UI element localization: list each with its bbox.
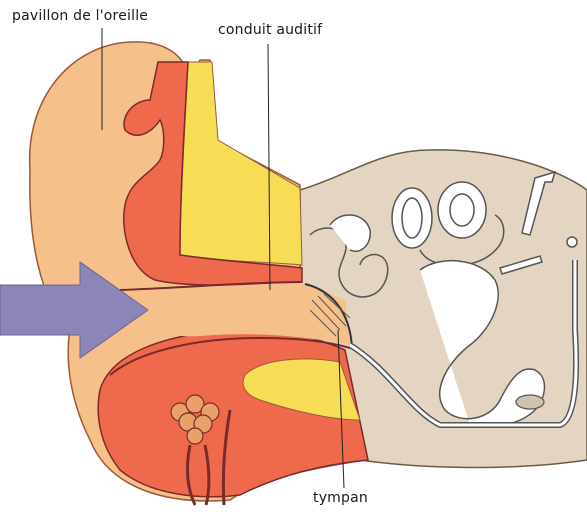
ear-canal-label: conduit auditif: [218, 22, 322, 38]
pinna-label: pavillon de l'oreille: [12, 8, 148, 24]
round-window: [516, 395, 544, 409]
upper-tissue-yellow: [180, 62, 302, 265]
eardrum-label: tympan: [313, 490, 368, 506]
